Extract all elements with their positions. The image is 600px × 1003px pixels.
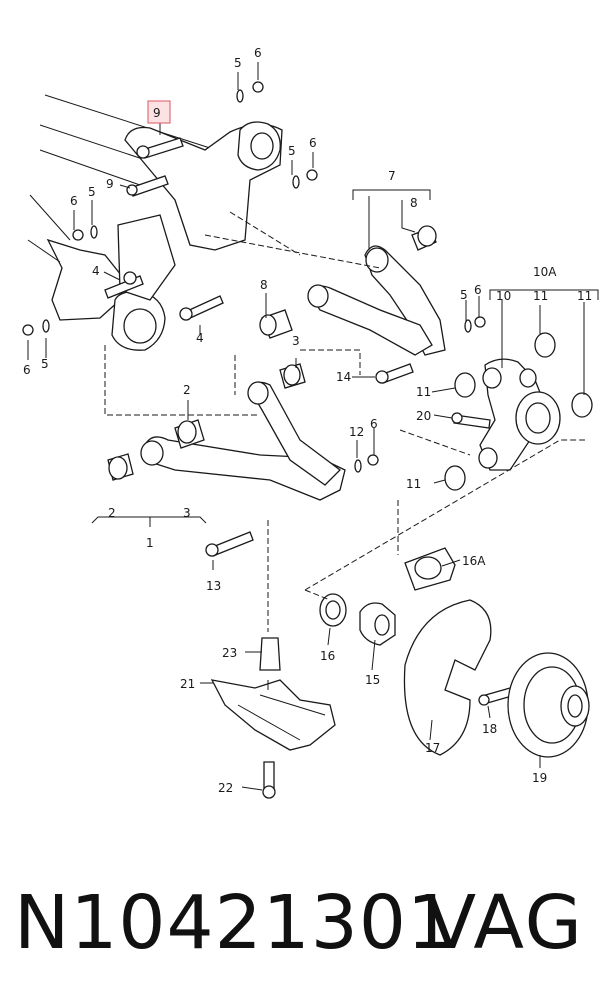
highlight-box bbox=[147, 100, 171, 124]
subframe bbox=[27, 94, 283, 351]
label-5: 5 bbox=[234, 56, 242, 70]
label-12: 12 bbox=[349, 425, 364, 439]
label-2: 2 bbox=[183, 383, 191, 397]
parts-diagram: 9 9 5 6 5 6 6 5 4 4 6 5 7 8 8 3 10A 5 6 … bbox=[22, 46, 599, 799]
label-1: 1 bbox=[146, 536, 154, 550]
fasteners-left bbox=[22, 81, 318, 336]
label-6: 6 bbox=[370, 417, 378, 431]
wheel-bearing-housing bbox=[375, 332, 593, 491]
label-10: 10 bbox=[496, 289, 511, 303]
label-5: 5 bbox=[88, 185, 96, 199]
reference-lines bbox=[104, 211, 585, 690]
label-16A: 16A bbox=[462, 554, 486, 568]
label-5: 5 bbox=[288, 144, 296, 158]
label-6: 6 bbox=[474, 283, 482, 297]
label-20: 20 bbox=[416, 409, 431, 423]
label-18: 18 bbox=[482, 722, 497, 736]
label-6: 6 bbox=[254, 46, 262, 60]
label-22: 22 bbox=[218, 781, 233, 795]
label-3: 3 bbox=[292, 334, 300, 348]
label-6: 6 bbox=[70, 194, 78, 208]
brake-assembly bbox=[319, 547, 590, 758]
label-3: 3 bbox=[183, 506, 191, 520]
label-2: 2 bbox=[108, 506, 116, 520]
underbody-guard bbox=[210, 637, 336, 799]
label-7: 7 bbox=[388, 169, 396, 183]
label-10A: 10A bbox=[533, 265, 557, 279]
label-8: 8 bbox=[260, 278, 268, 292]
label-17: 17 bbox=[425, 741, 440, 755]
label-16: 16 bbox=[320, 649, 335, 663]
part-number: N10421301 bbox=[14, 880, 456, 966]
label-5: 5 bbox=[41, 357, 49, 371]
label-4: 4 bbox=[196, 331, 204, 345]
label-4: 4 bbox=[92, 264, 100, 278]
label-19: 19 bbox=[532, 771, 547, 785]
label-11: 11 bbox=[416, 385, 431, 399]
upper-control-arm bbox=[259, 225, 486, 356]
lower-control-arm bbox=[107, 363, 379, 557]
label-9: 9 bbox=[106, 177, 114, 191]
leader-lines bbox=[27, 62, 585, 791]
footer: N10421301 VAG bbox=[0, 868, 600, 978]
label-21: 21 bbox=[180, 677, 195, 691]
label-11: 11 bbox=[406, 477, 421, 491]
label-6: 6 bbox=[23, 363, 31, 377]
brand-name: VAG bbox=[425, 880, 584, 966]
label-6: 6 bbox=[309, 136, 317, 150]
label-13: 13 bbox=[206, 579, 221, 593]
brackets bbox=[91, 189, 599, 527]
label-5: 5 bbox=[460, 288, 468, 302]
label-11: 11 bbox=[533, 289, 548, 303]
label-11: 11 bbox=[577, 289, 592, 303]
label-8: 8 bbox=[410, 196, 418, 210]
label-14: 14 bbox=[336, 370, 351, 384]
label-15: 15 bbox=[365, 673, 380, 687]
label-23: 23 bbox=[222, 646, 237, 660]
label-9-highlighted: 9 bbox=[153, 106, 161, 120]
